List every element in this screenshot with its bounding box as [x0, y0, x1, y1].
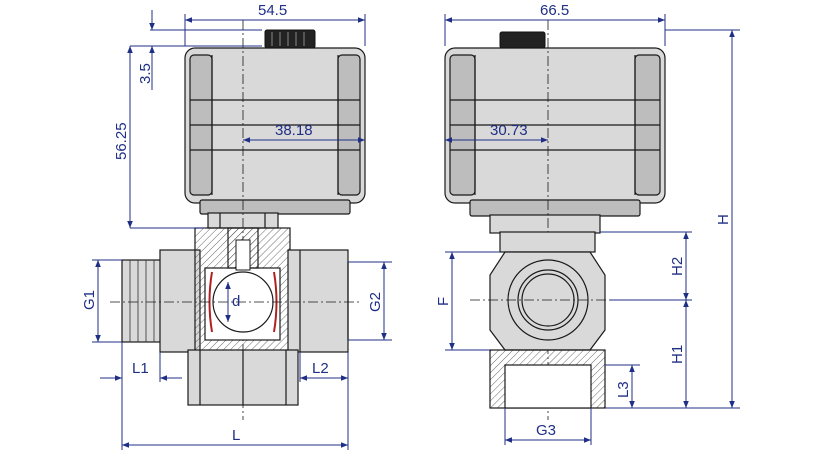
left-actuator	[184, 20, 366, 420]
dim-54-5: 54.5	[258, 2, 287, 19]
right-view	[444, 20, 666, 420]
manual-knob	[264, 29, 316, 49]
right-dimensions: 66.5 30.73 F H H2 H1 L3 G3	[435, 2, 740, 445]
dim-l: L	[232, 427, 240, 444]
left-view	[110, 20, 366, 420]
dim-30-73: 30.73	[490, 122, 528, 139]
dim-38-18: 38.18	[275, 122, 313, 139]
dim-f: F	[435, 297, 452, 306]
dim-l1: L1	[132, 360, 149, 377]
left-valve-body	[110, 227, 360, 406]
dim-g3: G3	[536, 422, 556, 439]
dim-h: H	[715, 214, 732, 225]
dim-h2: H2	[669, 257, 686, 276]
left-dimensions: 54.5 3.5 56.25 38.18 G1 G2 d L1	[81, 2, 392, 450]
dim-h1: H1	[669, 345, 686, 364]
dim-56-25: 56.25	[113, 122, 130, 160]
dim-66-5: 66.5	[540, 2, 569, 19]
dim-l2: L2	[312, 360, 329, 377]
dim-l3: L3	[615, 381, 632, 398]
manual-knob-right	[499, 31, 546, 49]
right-actuator	[444, 20, 666, 420]
right-valve-body	[470, 231, 625, 409]
dim-g2: G2	[367, 292, 384, 312]
dim-d: d	[232, 293, 240, 310]
dim-3-5: 3.5	[137, 63, 154, 84]
dim-g1: G1	[81, 290, 98, 310]
